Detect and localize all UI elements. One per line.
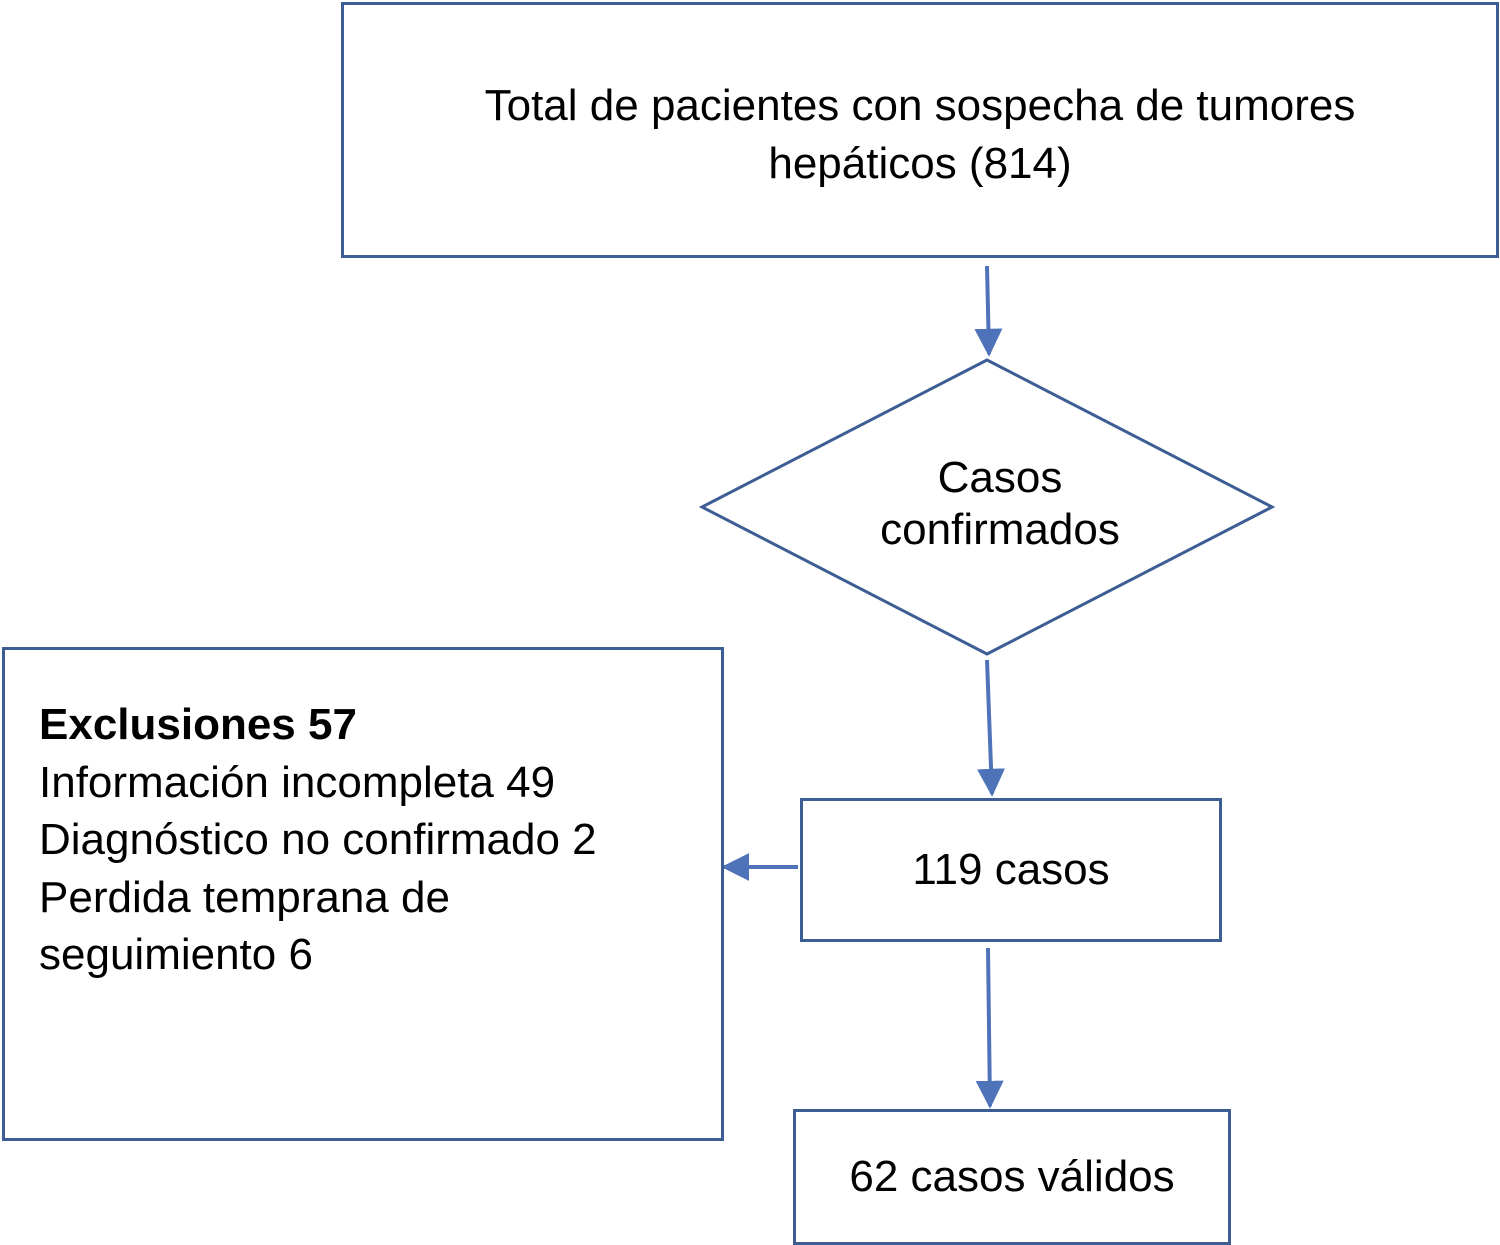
exclusion-item: Perdida temprana de [39,872,450,922]
exclusions-box: Exclusiones 57 Información incompleta 49… [2,647,724,1141]
exclusion-item: seguimiento 6 [39,930,313,979]
valid-cases-label: 62 casos válidos [849,1152,1175,1201]
valid-cases-box: 62 casos válidos [793,1109,1231,1245]
total-patients-box: Total de pacientes con sospecha de tumor… [341,2,1499,258]
confirmed-line-1: Casos [937,453,1063,502]
cases-119-box: 119 casos [800,798,1222,942]
total-line-1: Total de pacientes con sospecha de tumor… [484,81,1356,130]
arrow-total-to-confirmed [974,265,1003,357]
cases-119-label: 119 casos [912,845,1110,894]
confirmed-cases-label: Casos confirmados [750,452,1250,556]
arrow-119-to-valid [975,947,1004,1109]
arrow-confirmed-to-119 [977,659,1006,797]
exclusion-item: Diagnóstico no confirmado 2 [39,815,597,864]
total-line-2: hepáticos (814) [768,139,1072,188]
exclusion-item: Información incompleta 49 [39,757,556,807]
decision-diamond [698,358,1276,656]
exclusions-heading: Exclusiones 57 [39,700,357,749]
confirmed-line-2: confirmados [880,505,1120,554]
